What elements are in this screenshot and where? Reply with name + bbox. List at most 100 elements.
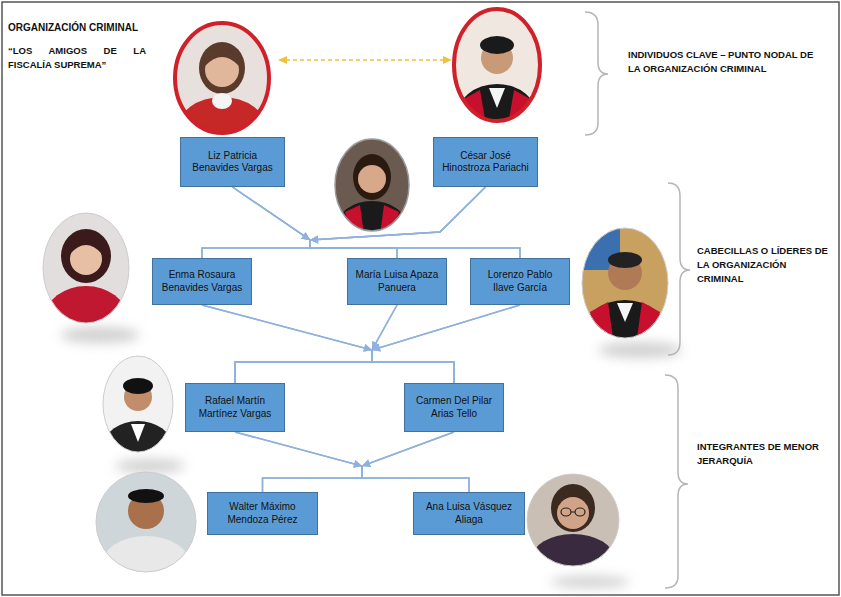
- hierarchy-connector: [372, 305, 454, 383]
- arrowhead: [363, 344, 372, 352]
- arrowhead: [301, 232, 310, 240]
- person-box: Ana Luisa Vásquez Aliaga: [413, 492, 525, 535]
- arrowhead: [310, 236, 318, 244]
- art-part: [286, 59, 444, 61]
- person-name: Enma Rosaura Benavides Vargas: [158, 269, 246, 294]
- arrowhead: [362, 459, 371, 467]
- art-part: [450, 5, 545, 152]
- tier-label: INTEGRANTES DE MENOR JERARQUÍA: [697, 440, 833, 468]
- art-part: [40, 210, 135, 350]
- organization-name: “LOS AMIGOS DE LA FISCALÍA SUPREMA”: [8, 44, 146, 72]
- art-part: [335, 139, 409, 231]
- hierarchy-connector: [235, 305, 520, 383]
- art-part: [212, 93, 232, 109]
- art-part: [131, 424, 145, 442]
- art-part: [665, 375, 688, 588]
- portrait: [94, 470, 198, 596]
- art-part: [45, 286, 127, 350]
- person-name: Carmen Del Pilar Arias Tello: [410, 395, 498, 420]
- art-part: [557, 497, 589, 529]
- art-part: [199, 42, 245, 94]
- art-part: [358, 165, 386, 193]
- arrowhead: [301, 232, 310, 240]
- person-name: Ana Luisa Vásquez Aliaga: [419, 501, 519, 526]
- art-part: [100, 354, 176, 454]
- art-part: [668, 183, 690, 355]
- art-part: [103, 356, 173, 452]
- hierarchy-connector: [235, 432, 469, 492]
- arrowhead: [353, 460, 362, 468]
- art-part: [330, 135, 415, 255]
- art-part: [585, 12, 608, 135]
- person-box: Enma Rosaura Benavides Vargas: [152, 258, 252, 305]
- arrowhead: [353, 460, 362, 468]
- art-part: [94, 470, 198, 596]
- hierarchy-connector: [372, 305, 520, 383]
- art-part: [61, 229, 111, 283]
- art-part: [115, 459, 185, 473]
- portrait: [580, 225, 675, 366]
- art-part: [104, 421, 172, 471]
- art-part: [43, 213, 129, 323]
- portrait: [330, 135, 415, 255]
- art-part: [443, 56, 452, 64]
- tier-label: INDIVIDUOS CLAVE – PUNTO NODAL DE LA ORG…: [628, 48, 826, 76]
- art-part: [525, 472, 621, 586]
- art-part: [583, 300, 667, 366]
- art-part: [527, 474, 619, 566]
- art-part: [205, 53, 239, 87]
- link-arrow: [278, 56, 452, 64]
- person-name: César José Hinostroza Pariachi: [439, 150, 532, 175]
- art-part: [70, 240, 102, 254]
- person-box: Lorenzo Pablo Ilave García: [470, 258, 570, 305]
- person-name: Rafael Martín Martínez Vargas: [191, 395, 279, 420]
- art-part: [205, 52, 239, 66]
- connector-line: [235, 305, 520, 383]
- portrait: [525, 472, 621, 586]
- art-part: [608, 252, 642, 268]
- art-part: [175, 23, 269, 133]
- diagram-title: ORGANIZACIÓN CRIMINAL: [8, 22, 138, 33]
- person-box: César José Hinostroza Pariachi: [433, 137, 538, 187]
- hierarchy-connector: [362, 432, 469, 492]
- art-part: [551, 484, 595, 532]
- person-box: Walter Máximo Mendoza Pérez: [207, 492, 318, 535]
- connector-line: [310, 187, 520, 258]
- arrowhead: [372, 344, 381, 352]
- art-part: [101, 536, 191, 596]
- art-part: [582, 228, 668, 338]
- portrait: [40, 210, 135, 350]
- art-part: [336, 201, 408, 255]
- hierarchy-connector: [263, 432, 455, 492]
- art-part: [454, 9, 540, 121]
- art-part: [278, 56, 287, 64]
- tier-label: CABECILLAS O LÍDERES DE LA ORGANIZACIÓN …: [697, 244, 833, 285]
- connector-line: [362, 432, 469, 492]
- connector-line: [235, 432, 362, 492]
- art-part: [60, 327, 140, 343]
- art-part: [123, 378, 153, 394]
- art-part: [128, 489, 164, 503]
- portrait: [100, 354, 176, 471]
- art-part: [617, 303, 633, 322]
- art-part: [550, 576, 630, 588]
- hierarchy-connector: [310, 187, 520, 258]
- arrowhead: [310, 236, 318, 244]
- person-name: Lorenzo Pablo Ilave García: [476, 269, 564, 294]
- art-part: [480, 36, 514, 54]
- arrowhead: [310, 236, 318, 244]
- hierarchy-connector: [235, 305, 397, 383]
- connector-line: [202, 305, 454, 383]
- arrowhead: [301, 232, 310, 240]
- art-part: [575, 508, 585, 516]
- person-box: Rafael Martín Martínez Vargas: [185, 383, 285, 432]
- connector-line: [372, 305, 454, 383]
- art-part: [100, 354, 176, 471]
- connector-line: [235, 432, 469, 492]
- person-box: Liz Patricia Benavides Vargas: [180, 137, 285, 187]
- hierarchy-connector: [235, 432, 362, 492]
- person-name: María Luisa Apaza Panuera: [353, 269, 441, 294]
- art-part: [580, 225, 675, 366]
